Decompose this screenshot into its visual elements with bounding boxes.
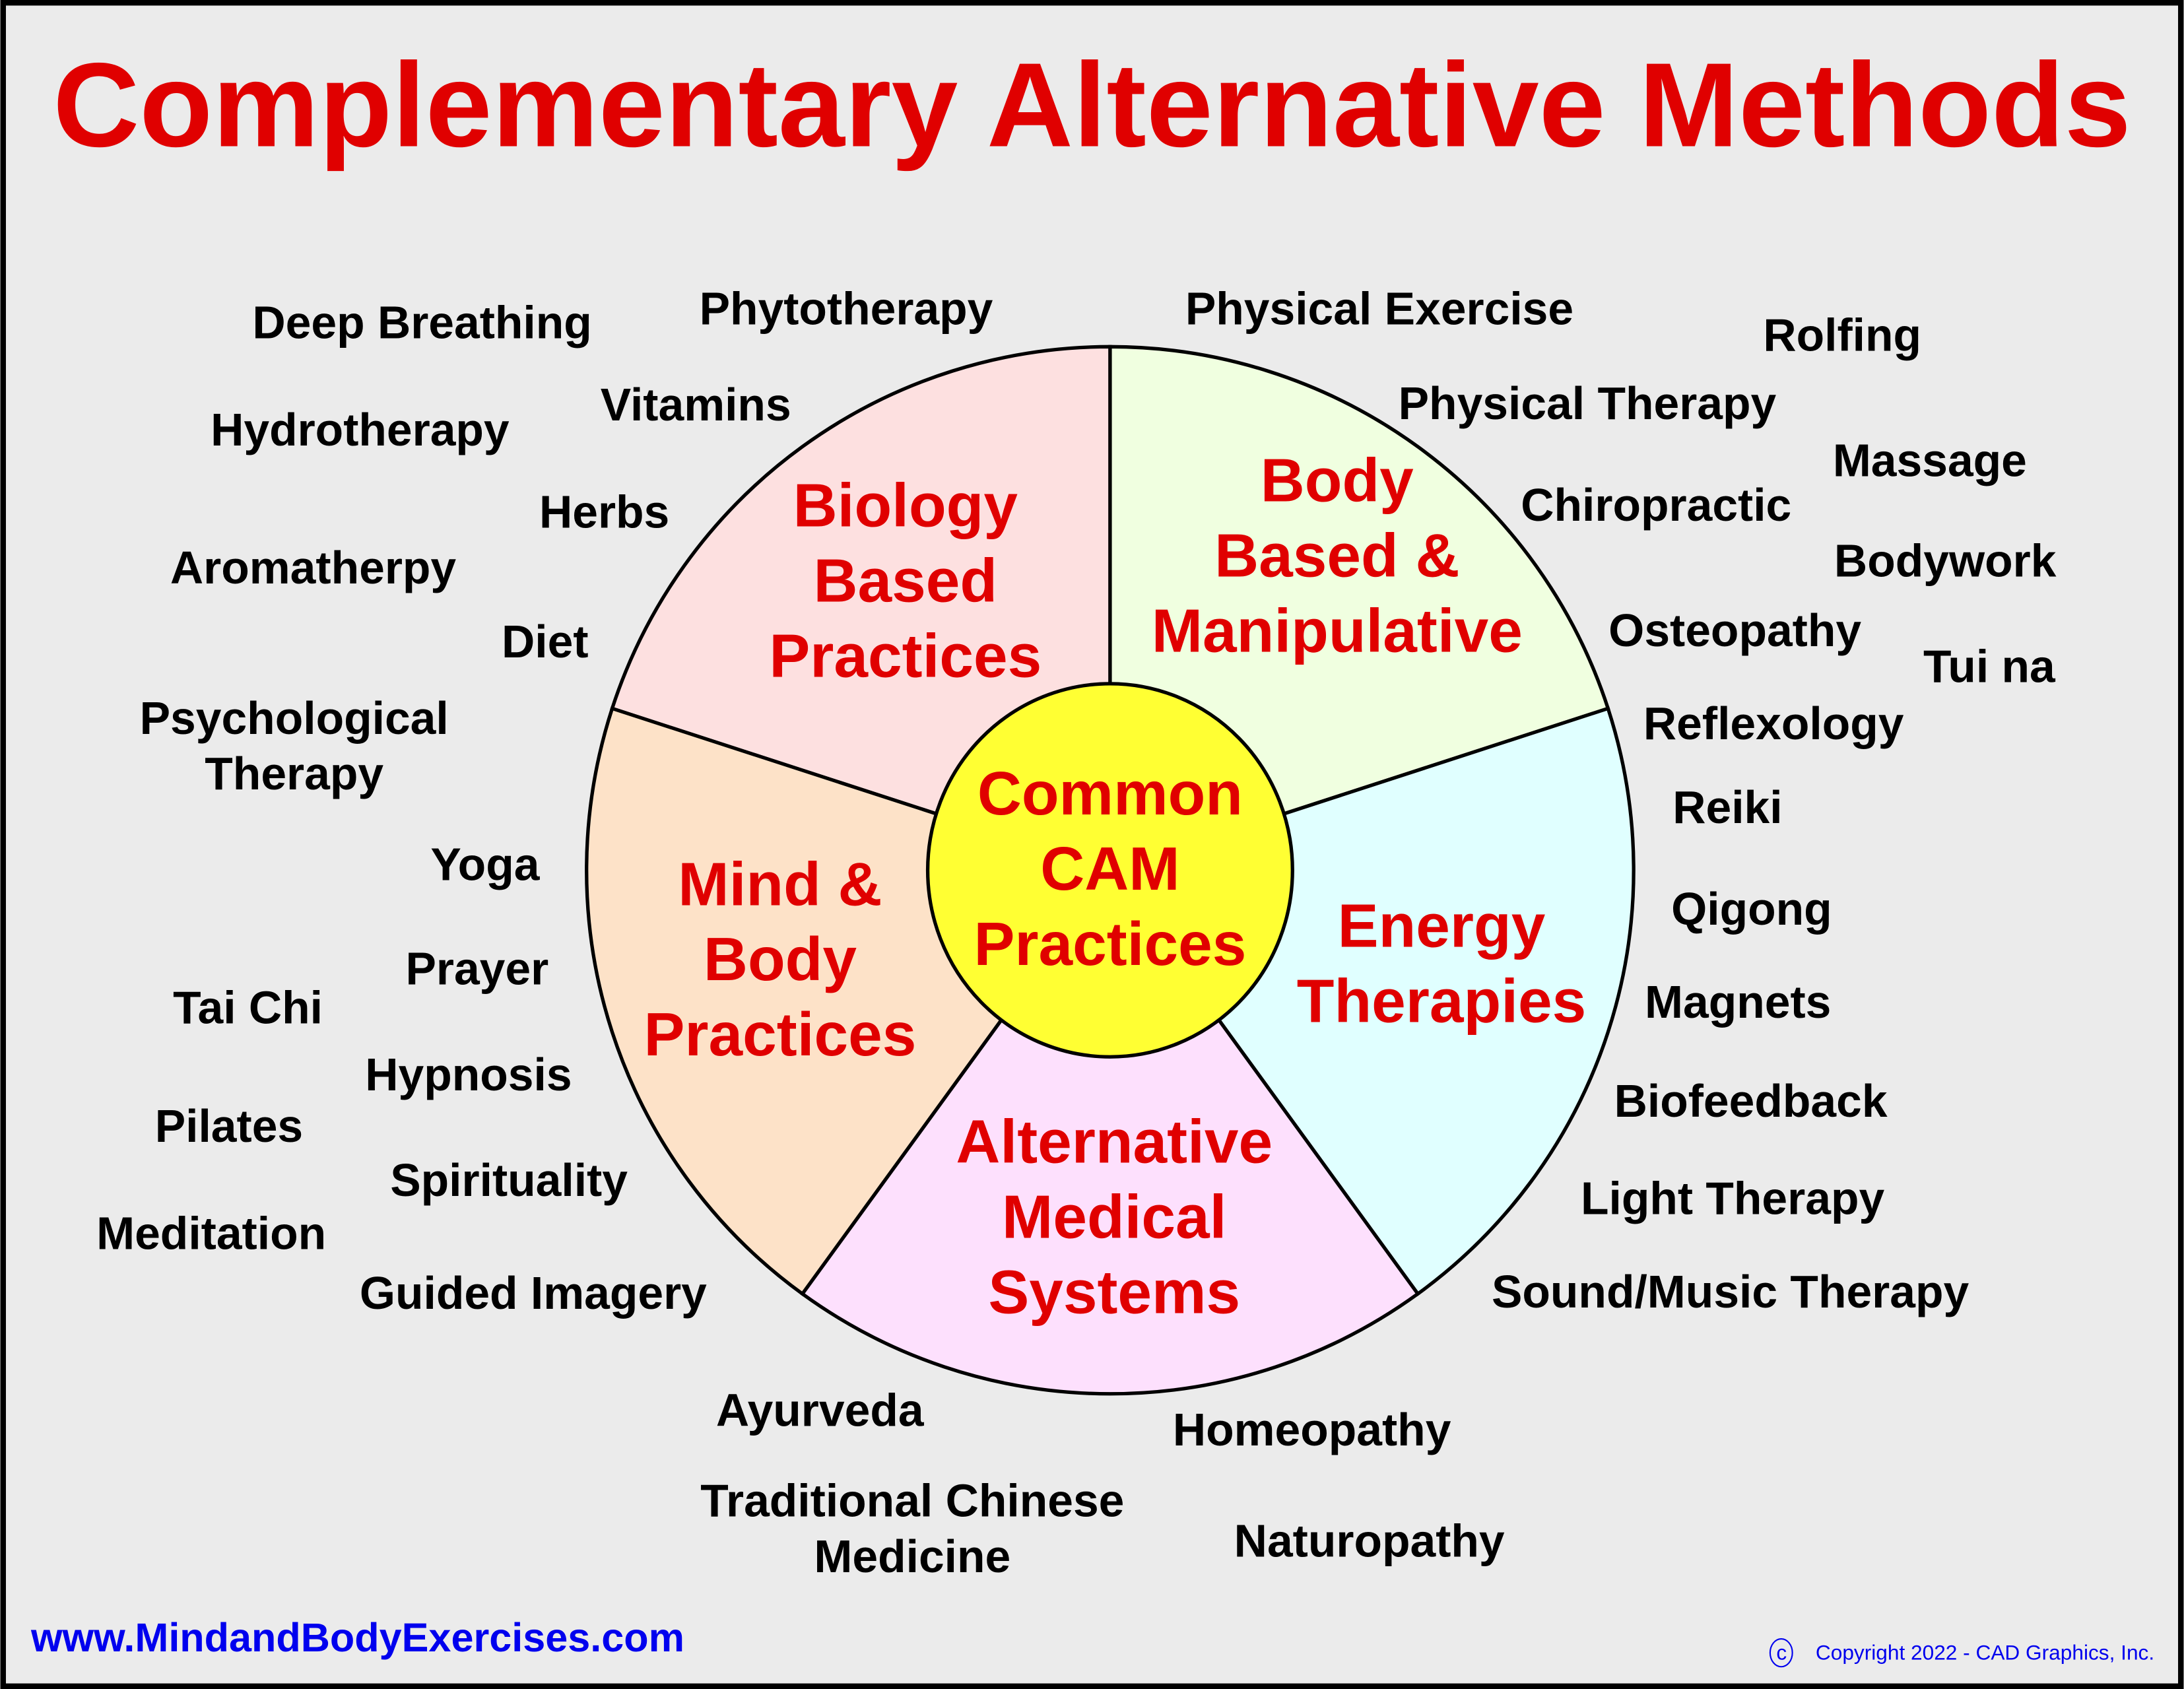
practice-item: Tai Chi (173, 982, 323, 1034)
copyright-circle-icon (1769, 1638, 1793, 1668)
practice-item: Physical Therapy (1399, 378, 1777, 429)
practice-item: Rolfing (1763, 310, 1921, 361)
category-mind: Body (704, 925, 857, 993)
practice-item: Phytotherapy (700, 283, 993, 335)
practice-item: Aromatherpy (170, 542, 457, 593)
category-mind: Practices (644, 1000, 917, 1069)
practice-item: Traditional Chinese (700, 1474, 1124, 1526)
practice-item: Pilates (155, 1100, 303, 1152)
page-title: Complementary Alternative Methods (53, 39, 2131, 172)
practice-item: Psychological (140, 692, 449, 744)
practice-item: Yoga (430, 838, 540, 890)
category-energy: Therapies (1297, 966, 1586, 1035)
practice-item: Hypnosis (365, 1049, 572, 1100)
copyright-text: Copyright 2022 - CAD Graphics, Inc. (1816, 1641, 2154, 1665)
practice-item: Magnets (1645, 976, 1831, 1028)
category-body: Body (1261, 446, 1414, 514)
practice-item: Deep Breathing (252, 297, 591, 348)
category-biology: Biology (793, 471, 1018, 539)
center-line: Practices (974, 910, 1247, 978)
practice-item: Guided Imagery (360, 1267, 707, 1319)
wedge-alternative (800, 867, 1420, 1396)
category-alternative: Systems (988, 1257, 1240, 1326)
practice-item: Bodywork (1834, 535, 2057, 586)
practice-item: Light Therapy (1581, 1173, 1884, 1224)
copyright-symbol: c (1776, 1641, 1787, 1665)
practice-item: Ayurveda (716, 1384, 925, 1436)
practice-item: Massage (1833, 434, 2027, 486)
practice-item: Homeopathy (1173, 1404, 1451, 1455)
center-label: Common CAM Practices (974, 759, 1247, 978)
category-alternative: Medical (1002, 1182, 1226, 1251)
category-mind: Mind & (678, 849, 882, 918)
category-labels: Biology Based Practices Body Based & Man… (644, 446, 1587, 1326)
practice-items: Deep Breathing Phytotherapy Hydrotherapy… (96, 283, 2057, 1582)
website-link[interactable]: www.MindandBodyExercises.com (30, 1615, 684, 1660)
practice-item: Chiropractic (1521, 479, 1791, 531)
center-line: CAM (1040, 834, 1179, 903)
practice-item: Sound/Music Therapy (1492, 1266, 1969, 1317)
copyright: c Copyright 2022 - CAD Graphics, Inc. (1769, 1638, 2154, 1668)
practice-item: Reflexology (1643, 698, 1904, 749)
practice-item: Meditation (96, 1207, 326, 1259)
practice-item: Qigong (1671, 883, 1832, 935)
category-alternative: Alternative (956, 1108, 1273, 1176)
category-body: Manipulative (1152, 596, 1523, 665)
category-biology: Practices (769, 621, 1042, 690)
practice-item: Hydrotherapy (211, 404, 510, 455)
practice-item: Therapy (205, 748, 383, 799)
practice-item: Physical Exercise (1185, 283, 1573, 335)
center-circle (925, 682, 1294, 1059)
practice-item: Medicine (814, 1531, 1010, 1582)
practice-item: Diet (502, 616, 589, 667)
category-body: Based & (1214, 521, 1459, 589)
practice-item: Osteopathy (1608, 605, 1861, 656)
category-biology: Based (814, 546, 998, 614)
practice-item: Vitamins (601, 379, 791, 430)
practice-item: Reiki (1672, 781, 1782, 833)
practice-item: Tui na (1923, 641, 2056, 692)
practice-item: Biofeedback (1614, 1075, 1888, 1127)
practice-item: Naturopathy (1234, 1515, 1505, 1567)
practice-item: Spirituality (390, 1154, 628, 1206)
practice-item: Herbs (539, 486, 669, 538)
wheel (585, 345, 1636, 1396)
center-line: Common (977, 759, 1243, 828)
practice-item: Prayer (405, 943, 548, 995)
category-energy: Energy (1338, 892, 1546, 960)
